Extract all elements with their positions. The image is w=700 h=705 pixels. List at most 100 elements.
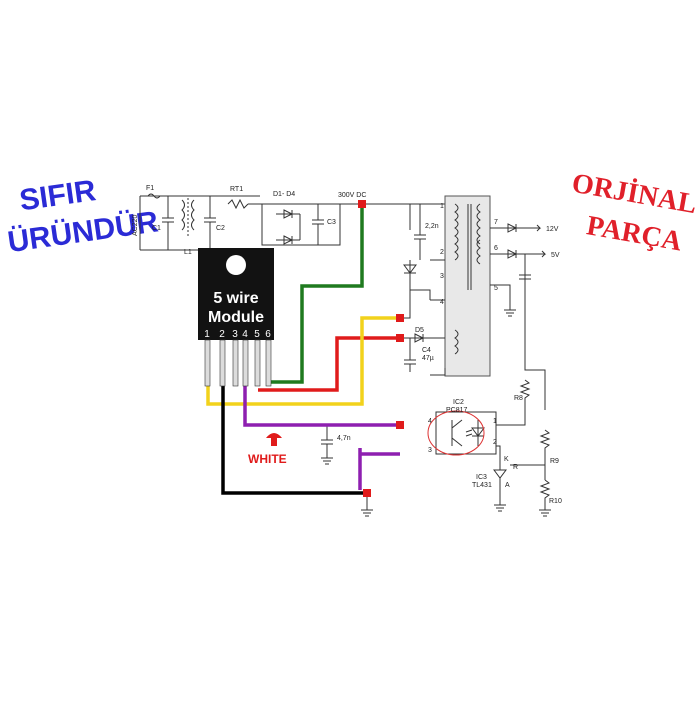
colored-wires	[206, 204, 400, 495]
label-pin7: 7	[494, 219, 498, 226]
module-pin-5	[254, 339, 261, 387]
diode-12v	[507, 223, 518, 233]
terminal-yellow	[396, 314, 404, 322]
label-r10: R10	[549, 498, 562, 505]
c1-symbol	[162, 196, 174, 250]
optocoupler-body	[435, 411, 497, 455]
ground-secondary	[504, 309, 516, 317]
c3-symbol	[312, 204, 324, 245]
rt1-symbol	[227, 198, 249, 210]
label-tl431: TL431	[472, 482, 492, 489]
r8-symbol	[519, 379, 531, 410]
module-mount-hole	[226, 255, 246, 275]
opto-transistor	[451, 419, 463, 447]
label-c4: C4	[422, 347, 431, 354]
diode-d2	[283, 235, 294, 245]
white-note: WHITE	[248, 433, 287, 466]
module-pin-2	[219, 339, 226, 387]
banner-left-line1: SIFIR	[17, 174, 98, 217]
terminal-red	[396, 334, 404, 342]
label-pin2: 2	[440, 249, 444, 256]
label-opt2: 2	[493, 439, 497, 446]
opto-led	[471, 420, 485, 446]
label-cap47: 4,7n	[337, 435, 351, 442]
label-pin1: 1	[440, 203, 444, 210]
label-a: A	[505, 482, 510, 489]
ground-primary	[361, 493, 373, 517]
label-c2: C2	[216, 225, 225, 232]
label-l1: L1	[184, 249, 192, 256]
banner-right-line2: PARÇA	[584, 210, 685, 257]
ground-cap	[321, 457, 333, 465]
wire-terminals	[358, 200, 404, 497]
c4-symbol	[404, 338, 416, 372]
label-pin4: 4	[440, 299, 444, 306]
wire-purple-top	[243, 382, 400, 427]
secondary-winding-b	[476, 239, 481, 265]
label-ac: AC220	[132, 214, 139, 236]
diode-5v	[507, 249, 518, 259]
tl431-symbol	[493, 455, 507, 500]
module-pin-4	[242, 339, 249, 387]
label-k: K	[504, 456, 509, 463]
ground-tl431	[494, 500, 506, 512]
bridge-box	[261, 203, 341, 246]
label-opt3: 3	[428, 447, 432, 454]
module-label-line2: Module	[208, 309, 264, 326]
l1-coil-a	[181, 199, 185, 231]
l1-coil-b	[191, 199, 195, 231]
r9-symbol	[539, 429, 551, 480]
module-pin-6	[265, 339, 272, 387]
label-opt1: 1	[493, 418, 497, 425]
wire-purple-bottom	[358, 448, 400, 490]
label-5v: 5V	[551, 252, 560, 259]
fuse-symbol	[147, 193, 161, 199]
label-pin3: 3	[440, 273, 444, 280]
r10-symbol	[539, 479, 551, 510]
module-pin-1	[204, 339, 211, 387]
ground-r10	[539, 509, 551, 517]
module-pins	[204, 339, 272, 387]
label-f1: F1	[146, 185, 154, 192]
module-pin-labels: 1 2 3 4 5 6	[204, 329, 271, 340]
module-pin-label-6: 6	[265, 329, 271, 340]
terminal-purple	[396, 421, 404, 429]
module-pin-label-5: 5	[254, 329, 260, 340]
white-arrow-icon	[266, 433, 282, 446]
secondary-winding-a	[476, 203, 481, 245]
label-d1d4: D1- D4	[273, 191, 295, 198]
c2-symbol	[204, 196, 216, 250]
label-c1: C1	[152, 225, 161, 232]
component-labels: F1 AC220 C1 C2 L1 RT1 D1- D4 C3 300V DC …	[132, 185, 562, 505]
snubber-diode	[403, 264, 417, 274]
label-c4v: 47µ	[422, 355, 434, 362]
label-300v: 300V DC	[338, 192, 366, 199]
module-5wire: 5 wire Module 1 2 3 4 5 6	[198, 248, 274, 387]
transformer-core	[467, 204, 472, 290]
module-pin-label-4: 4	[242, 329, 248, 340]
banner-right: ORJİNAL PARÇA	[570, 168, 699, 258]
label-r9: R9	[550, 458, 559, 465]
diode-d1	[283, 209, 294, 219]
terminal-300v	[358, 200, 366, 208]
schematic-lines	[139, 193, 551, 517]
label-c3: C3	[327, 219, 336, 226]
label-12v: 12V	[546, 226, 559, 233]
wire-green	[268, 204, 364, 384]
aux-winding	[454, 329, 459, 355]
wire-red	[258, 336, 400, 392]
label-pin6: 6	[494, 245, 498, 252]
label-pin5: 5	[494, 285, 498, 292]
wire-yellow	[206, 316, 400, 406]
white-note-text: WHITE	[248, 452, 287, 466]
module-pin-label-2: 2	[219, 329, 225, 340]
label-ic2: IC2	[453, 399, 464, 406]
label-d5: D5	[415, 327, 424, 334]
module-pin-label-1: 1	[204, 329, 210, 340]
label-r: R	[513, 464, 518, 471]
label-r8: R8	[514, 395, 523, 402]
module-label-line1: 5 wire	[213, 290, 258, 307]
label-cap22: 2,2n	[425, 223, 439, 230]
